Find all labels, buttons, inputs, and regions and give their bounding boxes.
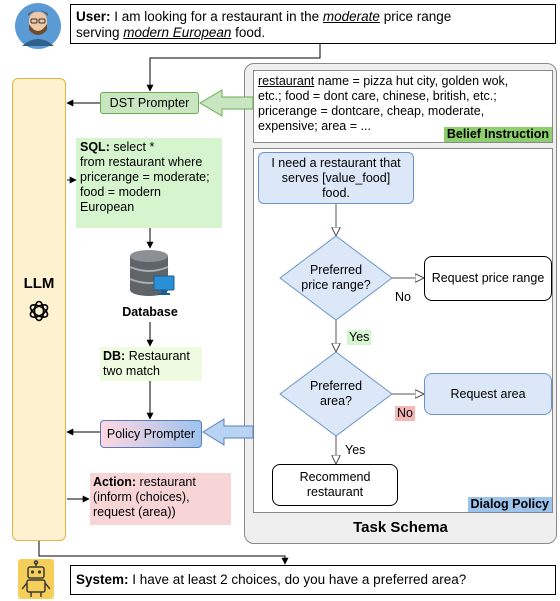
llm-to-system-arrow <box>38 541 289 565</box>
q2-label: Preferred area? <box>286 378 386 410</box>
belief-line2: etc.; food = dont care, chinese, british… <box>258 89 497 103</box>
llm-label: LLM <box>23 275 55 292</box>
db-result-box: DB: Restaurant two match <box>100 347 202 381</box>
sql-line5: European <box>80 200 135 214</box>
dialog-policy-box: Dialog Policy <box>253 148 553 513</box>
belief-instruction-box: restaurant name = pizza hut city, golden… <box>253 70 553 143</box>
start-line3: food. <box>322 185 350 200</box>
user-text-a: I am looking for a restaurant in the <box>110 9 323 24</box>
user-message-box: User: I am looking for a restaurant in t… <box>70 4 556 44</box>
policy-start-node: I need a restaurant that serves [value_f… <box>258 152 414 204</box>
start-line1: I need a restaurant that <box>271 155 401 170</box>
db-label: DB: <box>103 349 126 363</box>
recommend-line2: restaurant <box>306 485 364 499</box>
recommend-line1: Recommend <box>299 470 371 484</box>
dst-prompter-box: DST Prompter <box>100 92 199 114</box>
user-to-dst-arrow <box>146 44 321 92</box>
action-box: Action: restaurant (inform (choices), re… <box>90 473 231 525</box>
user-emphasis-moderate: moderate <box>322 9 380 24</box>
action-line1: restaurant <box>136 475 196 489</box>
dialog-policy-title: Dialog Policy <box>467 497 552 512</box>
belief-line3: pricerange = dontcare, cheap, moderate, <box>258 104 485 118</box>
recommend-restaurant-node: Recommend restaurant <box>272 464 398 506</box>
robot-icon <box>18 559 54 599</box>
sql-line1: select * <box>109 140 155 154</box>
user-text-b: price range <box>379 9 452 24</box>
system-speaker-label: System: <box>76 572 129 587</box>
sql-line3: pricerange = moderate; <box>80 170 210 184</box>
q2-no-label: No <box>395 406 415 421</box>
user-text-c: serving <box>76 25 124 40</box>
db-line1: Restaurant <box>125 349 190 363</box>
dst-prompter-label: DST Prompter <box>109 96 190 110</box>
q1-no-label: No <box>395 290 411 304</box>
q1-line2: price range? <box>301 278 371 292</box>
database-icon <box>129 250 175 296</box>
start-line2: serves [value_food] <box>281 170 391 185</box>
sql-line2: from restaurant where <box>80 155 203 169</box>
database-label: Database <box>122 305 178 319</box>
request-price-range-node: Request price range <box>424 256 552 301</box>
policy-prompter-box: Policy Prompter <box>100 420 202 448</box>
action-label: Action: <box>93 475 137 489</box>
db-line2: two match <box>103 364 160 378</box>
request-area-node: Request area <box>424 373 552 415</box>
openai-logo-icon <box>29 300 49 322</box>
sql-query-box: SQL: select * from restaurant where pric… <box>76 138 222 228</box>
sql-line4: food = modern <box>80 185 161 199</box>
user-text-d: food. <box>231 25 266 40</box>
dialog-to-policy-arrow <box>202 418 254 446</box>
q2-line2: area? <box>320 394 352 408</box>
user-speaker-label: User: <box>76 9 111 24</box>
action-line2: (inform (choices), <box>93 490 190 504</box>
belief-to-dst-arrow <box>199 89 254 117</box>
system-text: I have at least 2 choices, do you have a… <box>128 572 467 587</box>
task-schema-title: Task Schema <box>353 519 448 536</box>
q2-yes-label: Yes <box>345 443 366 457</box>
action-line3: request (area)) <box>93 505 176 519</box>
policy-prompter-label: Policy Prompter <box>106 427 196 441</box>
system-message-box: System: I have at least 2 choices, do yo… <box>70 565 556 595</box>
belief-restaurant-word: restaurant <box>258 74 315 88</box>
user-avatar-icon <box>15 3 61 49</box>
llm-box <box>12 78 66 541</box>
belief-instruction-title: Belief Instruction <box>443 127 552 142</box>
q1-label: Preferred price range? <box>286 262 386 294</box>
sql-label: SQL: <box>80 140 110 154</box>
user-emphasis-food: modern European <box>123 25 232 40</box>
belief-line1: name = pizza hut city, golden wok, <box>314 74 509 88</box>
q1-yes-label: Yes <box>347 330 372 345</box>
belief-line4: expensive; area = ... <box>258 119 371 133</box>
request-area-label: Request area <box>450 386 526 401</box>
q2-line1: Preferred <box>309 379 363 393</box>
request-price-range-label: Request price range <box>431 271 545 285</box>
q1-line1: Preferred <box>309 263 363 277</box>
